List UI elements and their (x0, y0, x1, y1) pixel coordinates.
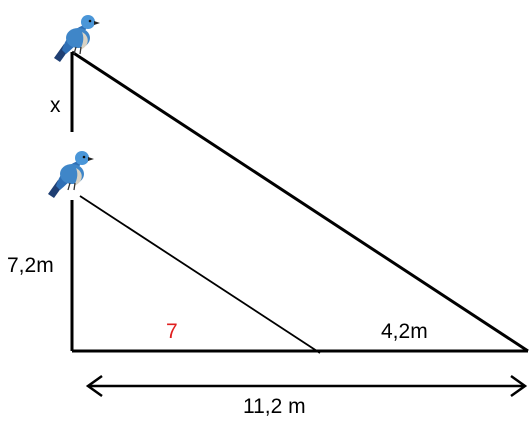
arrowhead-right (510, 374, 528, 398)
large-hypotenuse (71, 50, 529, 353)
label-base-segment-right: 4,2m (381, 320, 428, 343)
label-x: x (50, 94, 61, 117)
bluebird-icon (47, 150, 95, 199)
arrowhead-left (85, 374, 103, 398)
small-hypotenuse (79, 195, 321, 354)
label-base-segment-red: 7 (166, 320, 178, 343)
label-total-base: 11,2 m (243, 395, 306, 418)
label-lower-height: 7,2m (7, 254, 54, 277)
